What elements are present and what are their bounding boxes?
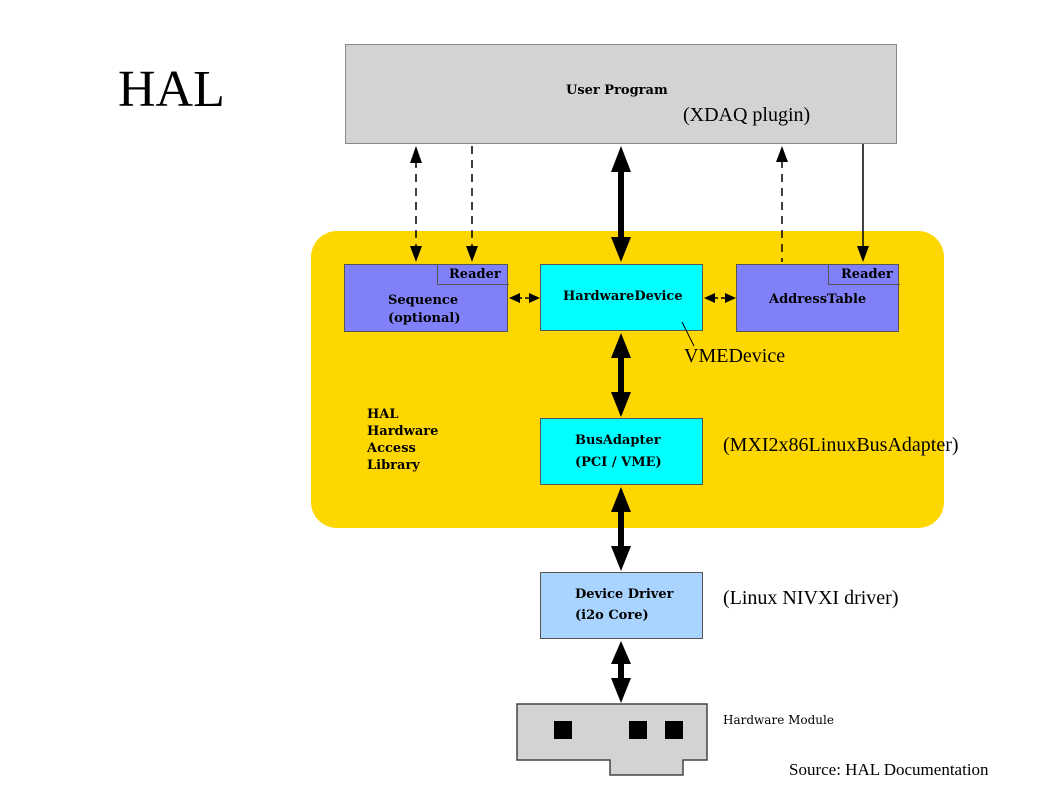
sequence-label: Sequence [388,293,459,308]
user-sequence-arrowhead-top [410,146,422,163]
hal-label-line-2: Hardware [367,424,439,439]
hardware-device-box: HardwareDevice [540,264,703,331]
hal-label-line-3: Access [367,441,416,456]
page-title: HAL [118,61,225,118]
device-driver-label: Device Driver [575,587,674,602]
xdaq-plugin-note: (XDAQ plugin) [683,104,811,126]
bus-adapter-label: BusAdapter [575,433,661,448]
device-driver-note: (Linux NIVXI driver) [723,587,899,609]
hardware-module-board [516,703,708,776]
hal-label-line-4: Library [367,458,420,473]
address-user-arrowhead [776,146,788,162]
vme-device-note: VMEDevice [684,345,786,367]
driver-module-arrowhead-bottom [611,678,631,703]
user-program-box: User Program [345,44,897,144]
hardware-module-chip-3 [665,721,683,739]
bus-adapter-box: BusAdapter (PCI / VME) [540,418,703,485]
source-credit: Source: HAL Documentation [789,760,989,779]
hal-label-line-1: HAL [367,407,399,422]
device-driver-box: Device Driver (i2o Core) [540,572,703,639]
user-sequence-arrowhead-bottom [410,246,422,262]
user-hardware-arrowhead-bottom [611,237,631,262]
bus-driver-arrowhead-top [611,487,631,512]
hardware-module-label: Hardware Module [723,713,834,727]
bus-adapter-pci-vme-label: (PCI / VME) [575,455,662,470]
user-sequence-reader-arrowhead [466,246,478,262]
address-table-box: Reader AddressTable [736,264,900,332]
address-table-label: AddressTable [769,292,867,307]
hardware-address-arrowhead-right [725,293,736,303]
sequence-reader-label: Reader [449,267,501,282]
hardware-module-chip-1 [554,721,572,739]
sequence-hardware-arrowhead-left [509,293,520,303]
hardware-bus-arrowhead-top [611,333,631,358]
sequence-hardware-arrowhead-right [529,293,540,303]
hardware-module-chip-2 [629,721,647,739]
sequence-reader-tab [437,264,509,285]
bus-driver-arrowhead-bottom [611,546,631,571]
driver-module-arrowhead-top [611,641,631,664]
vme-device-pointer [681,321,695,347]
user-program-label: User Program [566,83,668,98]
address-table-reader-tab [828,264,900,285]
device-driver-core-label: (i2o Core) [575,608,649,623]
user-address-reader-arrowhead [857,246,869,262]
sequence-optional-label: (optional) [388,311,461,326]
bus-adapter-note: (MXI2x86LinuxBusAdapter) [723,434,959,456]
hardware-device-label: HardwareDevice [563,289,683,304]
user-hardware-arrowhead-top [611,146,631,172]
sequence-box: Reader Sequence (optional) [344,264,509,332]
hal-library-label: HAL Hardware Access Library [367,406,438,474]
hardware-address-arrowhead-left [704,293,715,303]
hardware-bus-arrowhead-bottom [611,392,631,417]
address-table-reader-label: Reader [841,267,893,282]
